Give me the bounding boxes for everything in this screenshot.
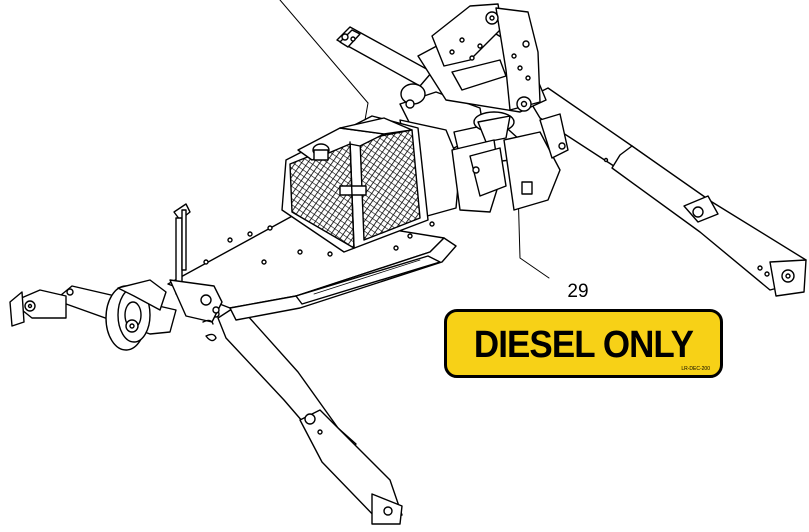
- fuel-tank: [281, 115, 429, 253]
- leader-line-29: [517, 187, 550, 279]
- callout-label-29: 29: [567, 281, 589, 302]
- diesel-only-decal: DIESEL ONLY LR-DEC-200: [444, 309, 723, 378]
- decal-text: DIESEL ONLY: [473, 324, 694, 366]
- decal-part-code: LR-DEC-200: [681, 366, 710, 372]
- leader-line-top: [279, 0, 369, 104]
- outrigger-rear-right: [527, 87, 807, 297]
- front-wheel: [105, 279, 167, 351]
- tow-post: [169, 203, 223, 342]
- outrigger-rear-left: [336, 26, 433, 87]
- outrigger-front-right: [212, 304, 403, 525]
